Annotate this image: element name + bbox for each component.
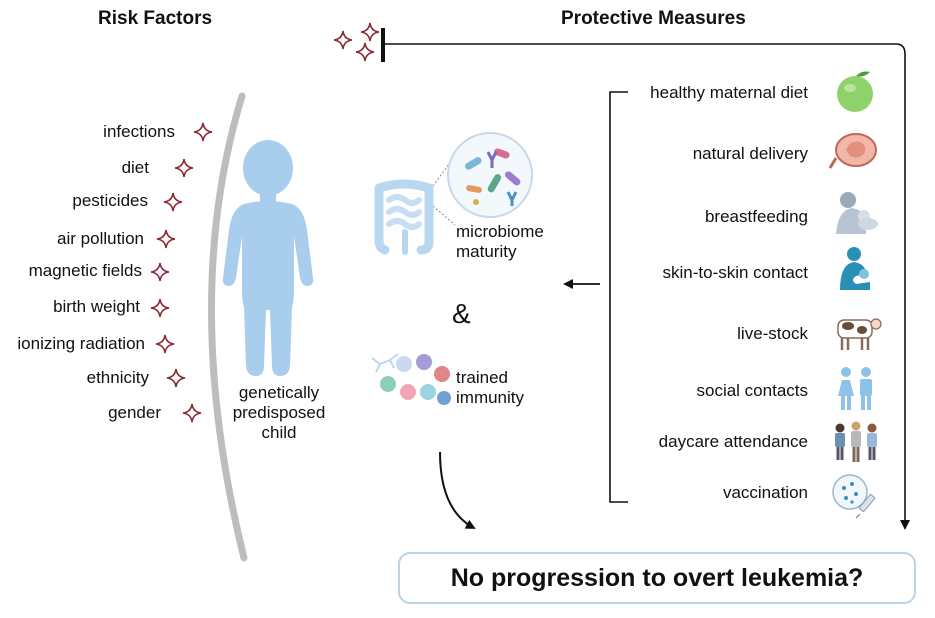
star-icon (360, 22, 380, 42)
star-icon (355, 42, 375, 62)
star-icon (193, 122, 213, 142)
intestine-icon (374, 179, 434, 255)
immunity-label-line: immunity (456, 388, 525, 407)
skin-contact-icon (840, 247, 870, 290)
ampersand: & (452, 298, 471, 329)
protective-measure-healthy-maternal-diet: healthy maternal diet (650, 83, 808, 102)
risk-factor-ethnicity: ethnicity (86, 368, 149, 387)
star-icon (150, 262, 170, 282)
risk-factors-header: Risk Factors (98, 8, 213, 29)
microbiome-label-line: maturity (456, 242, 517, 261)
star-icon (333, 30, 353, 50)
risk-factor-air-pollution: air pollution (57, 229, 144, 248)
protective-measure-social-contacts: social contacts (696, 381, 809, 400)
protective-measure-breastfeeding: breastfeeding (704, 207, 808, 226)
protective-measures-header: Protective Measures (561, 8, 746, 29)
child-label: genetically predisposed child (232, 383, 326, 443)
breastfeeding-icon (836, 192, 878, 234)
microbiome-label-line: microbiome (456, 222, 544, 241)
star-icon (150, 298, 170, 318)
child-label-line: genetically (238, 383, 320, 402)
immunity-label: trained immunity (456, 368, 524, 408)
guava-icon (837, 71, 873, 112)
protective-measure-daycare-attendance: daycare attendance (658, 432, 808, 451)
syringe-icon (832, 474, 876, 519)
star-icon (166, 368, 186, 388)
people-icon (838, 367, 872, 410)
star-icon (182, 403, 202, 423)
risk-factor-diet: diet (121, 158, 149, 177)
immune-cells-icon (371, 353, 451, 405)
immunity-label-line: trained (456, 368, 508, 387)
microbiome-label: microbiome maturity (456, 222, 544, 262)
risk-factor-birth-weight: birth weight (53, 297, 140, 316)
protective-measure-vaccination: vaccination (722, 483, 808, 502)
child-label-line: predisposed (232, 403, 326, 422)
cow-icon (837, 318, 882, 350)
child-silhouette-icon (222, 140, 314, 376)
risk-factor-ionizing-radiation: ionizing radiation (17, 334, 145, 353)
star-icon (155, 334, 175, 354)
protective-measure-skin-to-skin-contact: skin-to-skin contact (662, 263, 809, 282)
risk-factor-magnetic-fields: magnetic fields (28, 261, 142, 280)
star-icon (156, 229, 176, 249)
risk-factor-pesticides: pesticides (72, 191, 148, 210)
protective-measure-natural-delivery: natural delivery (692, 144, 808, 163)
fetus-womb-icon (828, 133, 877, 169)
protective-measure-live-stock: live-stock (737, 324, 808, 343)
children-group-icon (835, 421, 877, 462)
risk-factor-infections: infections (103, 122, 175, 141)
star-icon (163, 192, 183, 212)
child-label-line: child (261, 423, 297, 442)
result-box: No progression to overt leukemia? (398, 552, 916, 604)
risk-factor-gender: gender (108, 403, 161, 422)
microbiome-icon (447, 132, 533, 218)
star-icon (174, 158, 194, 178)
result-text: No progression to overt leukemia? (450, 563, 864, 592)
